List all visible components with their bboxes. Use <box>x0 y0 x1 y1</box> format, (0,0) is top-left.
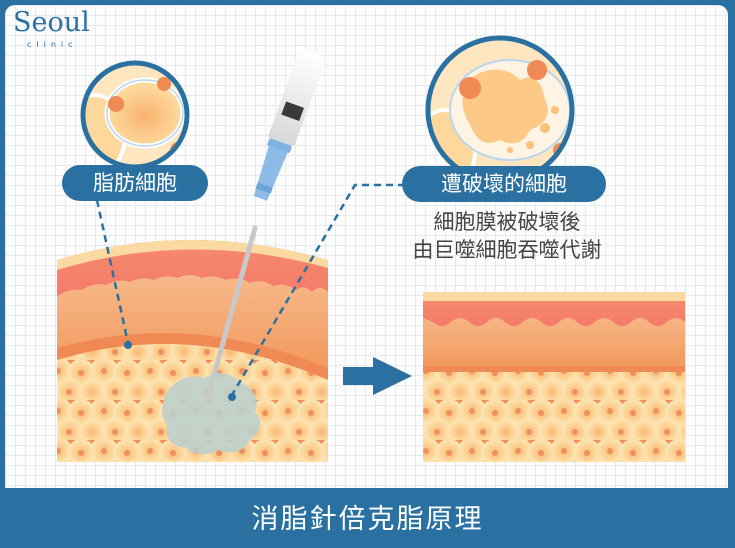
magnifier-circle-icon <box>80 60 190 170</box>
skin-cross-section-after <box>423 292 685 462</box>
logo-sub: clinic <box>27 40 78 49</box>
footer-title: 消脂針倍克脂原理 <box>251 504 484 535</box>
magnifier-circle-destroyed-icon <box>425 35 575 185</box>
syringe-icon <box>253 48 326 201</box>
description-line-1: 細胞膜被破壞後 <box>433 210 581 234</box>
description-line-2: 由巨噬細胞吞噬代謝 <box>412 238 602 262</box>
logo-brand: Seoul <box>13 7 90 38</box>
arrow-right-icon <box>343 357 412 395</box>
label-fat-cell: 脂肪細胞 <box>62 165 208 201</box>
skin-cross-section-before <box>57 240 328 462</box>
needle <box>204 225 258 403</box>
label-destroyed-cell: 遭破壞的細胞 <box>402 166 606 202</box>
logo: Seoul clinic <box>13 7 90 50</box>
description: 細胞膜被破壞後 由巨噬細胞吞噬代謝 <box>382 208 632 264</box>
